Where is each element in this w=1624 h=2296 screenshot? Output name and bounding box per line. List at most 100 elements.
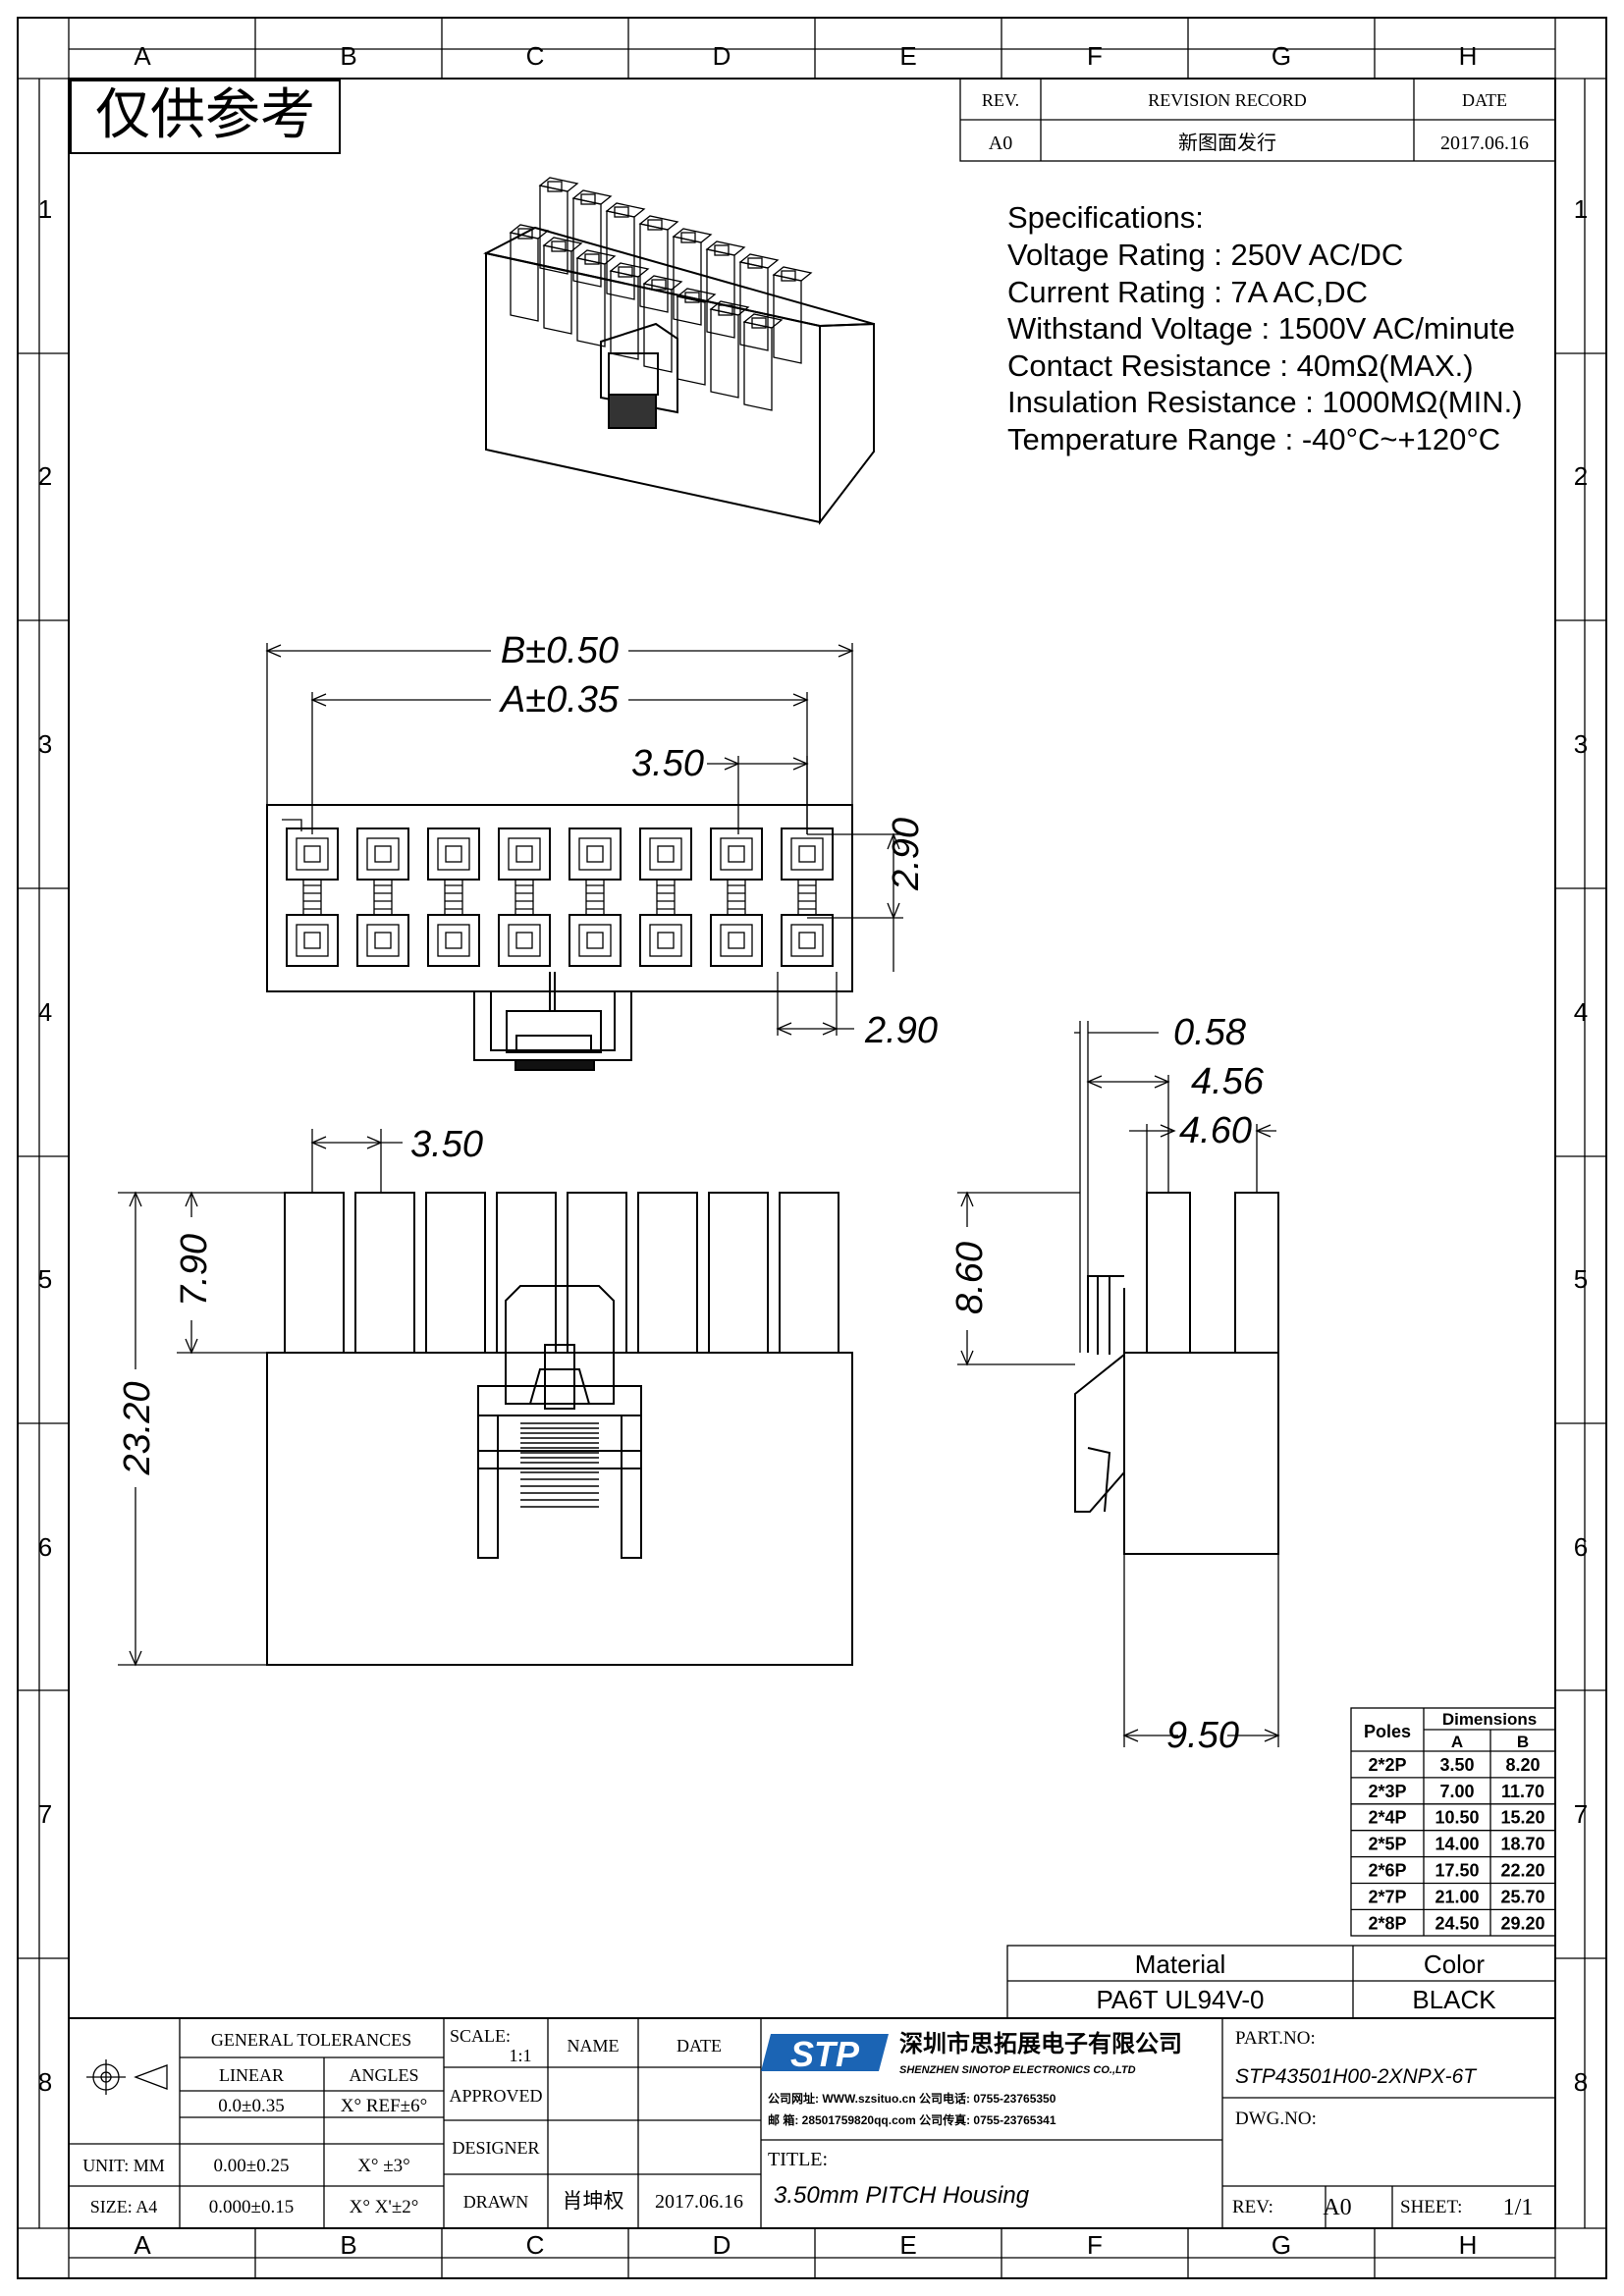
- dim-side-d1-label: 4.56: [1191, 1061, 1265, 1102]
- scale-value: 1:1: [509, 2046, 531, 2065]
- grid-row-label: 3: [38, 729, 52, 759]
- pin-cavity-core: [798, 932, 816, 949]
- pin-cavity: [710, 828, 763, 881]
- company-contact-1: 公司网址: WWW.szsituo.cn 公司电话: 0755-23765350: [768, 2091, 1056, 2106]
- dim-b: [265, 643, 854, 805]
- material-label: Material: [1135, 1949, 1225, 1979]
- spec-line: Current Rating : 7A AC,DC: [1007, 275, 1368, 309]
- rev-label: REV:: [1232, 2197, 1273, 2217]
- grid-row-label: 4: [1574, 997, 1588, 1027]
- dim-a: [310, 692, 809, 834]
- pole-count: 2*3P: [1368, 1782, 1406, 1801]
- top-view: B±0.50 A±0.35 3.50 2.90 2.90: [265, 630, 938, 1071]
- dim-side-height: [957, 1191, 1080, 1366]
- grid-col-label: D: [713, 2230, 731, 2260]
- grid-row-label: 2: [38, 461, 52, 491]
- company-contact-2: 邮 箱: 28501759820qq.com 公司传真: 0755-237653…: [768, 2112, 1056, 2127]
- revision-date-value: 2017.06.16: [1440, 133, 1529, 154]
- grid-col-label: F: [1087, 41, 1103, 71]
- drawn-date: 2017.06.16: [655, 2191, 743, 2213]
- grid-ticks: [18, 18, 1606, 2278]
- top-view-latch: [473, 972, 632, 1071]
- material-value: PA6T UL94V-0: [1096, 1985, 1264, 2014]
- angles-label: ANGLES: [350, 2065, 419, 2085]
- pole-dim-a: 21.00: [1435, 1887, 1479, 1906]
- revision-record-value: 新图面发行: [1178, 132, 1276, 154]
- date-label: DATE: [677, 2036, 722, 2056]
- dim-a-header: A: [1451, 1733, 1463, 1751]
- grid-col-label: G: [1272, 41, 1291, 71]
- dim-pin-height-label: 7.90: [174, 1234, 215, 1307]
- grid-row-label: 7: [38, 1799, 52, 1829]
- pole-dim-a: 24.50: [1435, 1913, 1479, 1933]
- poles-header: Poles: [1364, 1722, 1411, 1741]
- dim-total-height: [118, 1191, 267, 1667]
- specifications-heading: Specifications:: [1007, 200, 1204, 235]
- grid-col-label: F: [1087, 2230, 1103, 2260]
- unit-label: UNIT: MM: [82, 2156, 165, 2175]
- pin-cavity-inner: [578, 924, 612, 957]
- pin-tower: [354, 1192, 415, 1354]
- pole-dim-a: 17.50: [1435, 1861, 1479, 1881]
- dim-side-depth-label: 9.50: [1166, 1715, 1239, 1756]
- drawn-name: 肖坤权: [563, 2189, 624, 2213]
- dim-total-height-label: 23.20: [117, 1381, 158, 1475]
- front-view-body: [266, 1352, 853, 1666]
- scale-label: SCALE:: [450, 2026, 511, 2046]
- grid-col-label: B: [340, 2230, 356, 2260]
- general-tolerances-label: GENERAL TOLERANCES: [211, 2030, 411, 2050]
- pin-cavity-inner: [508, 924, 541, 957]
- pin-cavity-inner: [649, 837, 682, 871]
- pin-cavity: [498, 914, 551, 967]
- dim-a-label: A±0.35: [499, 679, 620, 721]
- company-name-en: SHENZHEN SINOTOP ELECTRONICS CO.,LTD: [899, 2064, 1136, 2076]
- projection-symbol-icon: [86, 2059, 168, 2095]
- grid-column-labels-top: A B C D E F G H: [134, 41, 1477, 71]
- pole-dim-b: 15.20: [1500, 1808, 1544, 1828]
- pin-cavity-inner: [366, 837, 400, 871]
- tol-linear-1: 0.0±0.35: [218, 2096, 284, 2116]
- dim-row-pitch-label: 2.90: [886, 818, 927, 891]
- company-name-cn: 深圳市思拓展电子有限公司: [899, 2030, 1182, 2057]
- grid-row-label: 7: [1574, 1799, 1588, 1829]
- pin-tower: [425, 1192, 486, 1354]
- dim-top-pitch: [707, 756, 809, 834]
- spec-line: Voltage Rating : 250V AC/DC: [1007, 238, 1403, 272]
- revision-record-header: REVISION RECORD: [1148, 90, 1307, 110]
- sheet-value: 1/1: [1503, 2195, 1534, 2220]
- grid-col-label: C: [526, 41, 545, 71]
- pole-dim-b: 22.20: [1500, 1861, 1544, 1881]
- grid-col-label: B: [340, 41, 356, 71]
- pin-tower: [284, 1192, 345, 1354]
- pin-cavity: [710, 914, 763, 967]
- pin-cavity-inner: [508, 837, 541, 871]
- grid-col-label: H: [1459, 41, 1478, 71]
- tol-angle-2: X° ±3°: [357, 2156, 410, 2176]
- grid-row-label: 5: [38, 1264, 52, 1294]
- pole-dim-a: 14.00: [1435, 1835, 1479, 1854]
- side-view-outline: [1074, 1192, 1279, 1555]
- spec-line: Withstand Voltage : 1500V AC/minute: [1007, 311, 1515, 346]
- grid-row-label: 5: [1574, 1264, 1588, 1294]
- pin-cavity-core: [515, 932, 533, 949]
- pin-tower: [708, 1192, 769, 1354]
- part-no-value: STP43501H00-2XNPX-6T: [1235, 2065, 1478, 2088]
- pin-cavity-inner: [720, 924, 753, 957]
- grid-row-labels-left: 1 2 3 4 5 6 7 8: [38, 194, 52, 2097]
- outer-border: [17, 17, 1607, 2279]
- date-header: DATE: [1462, 90, 1507, 110]
- company-logo-text: STP: [790, 2034, 860, 2074]
- spec-line: Insulation Resistance : 1000MΩ(MIN.): [1007, 385, 1523, 419]
- pin-cavity-core: [445, 845, 462, 863]
- grid-col-label: H: [1459, 2230, 1478, 2260]
- pin-cavity: [781, 828, 834, 881]
- grid-row-label: 1: [1574, 194, 1588, 224]
- grid-col-label: C: [526, 2230, 545, 2260]
- pole-count: 2*8P: [1368, 1913, 1406, 1933]
- approved-label: APPROVED: [449, 2086, 542, 2106]
- pin-cavity-core: [303, 845, 321, 863]
- linear-label: LINEAR: [219, 2065, 284, 2085]
- grid-row-labels-right: 1 2 3 4 5 6 7 8: [1574, 194, 1588, 2097]
